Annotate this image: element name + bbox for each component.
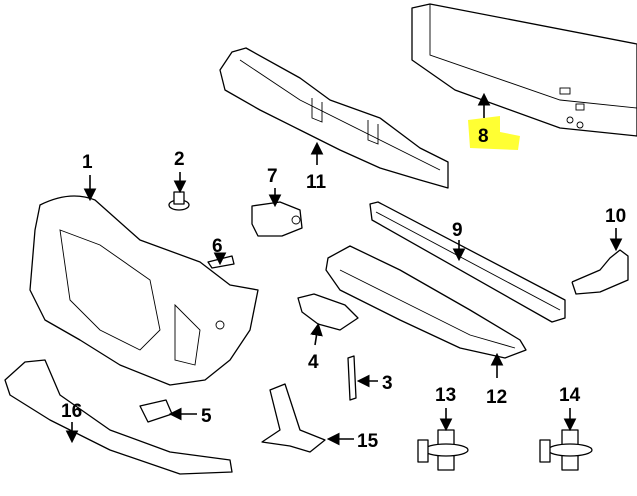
part-reinforcement-bar[interactable]: [411, 3, 637, 137]
callout-3[interactable]: 3: [382, 373, 393, 394]
part-tow-hook-cover[interactable]: [139, 399, 173, 423]
callout-15[interactable]: 15: [357, 431, 379, 452]
callout-2[interactable]: 2: [174, 149, 185, 170]
part-lower-reinforcement[interactable]: [369, 201, 566, 323]
callout-1[interactable]: 1: [82, 152, 93, 173]
part-bracket[interactable]: [251, 201, 303, 237]
callout-4[interactable]: 4: [308, 352, 319, 373]
callout-12[interactable]: 12: [486, 387, 507, 408]
part-pad[interactable]: [207, 255, 235, 269]
part-grille-bracket[interactable]: [297, 293, 359, 331]
callout-13[interactable]: 13: [435, 385, 456, 406]
part-under-cover[interactable]: [325, 245, 527, 359]
callout-11[interactable]: 11: [306, 172, 327, 193]
part-push-clip-14[interactable]: [539, 429, 593, 471]
leader-lines: [65, 92, 623, 446]
callout-6[interactable]: 6: [212, 236, 223, 257]
callout-9[interactable]: 9: [452, 220, 463, 241]
part-support-bracket[interactable]: [571, 249, 629, 295]
callout-14[interactable]: 14: [559, 385, 581, 406]
callout-16[interactable]: 16: [61, 401, 82, 422]
part-fog-bezel[interactable]: [261, 383, 326, 453]
callout-8[interactable]: 8: [478, 126, 489, 147]
callout-5[interactable]: 5: [201, 406, 212, 427]
part-energy-absorber[interactable]: [219, 47, 449, 189]
callout-10[interactable]: 10: [605, 206, 626, 227]
part-trim-strip[interactable]: [347, 355, 357, 401]
part-lower-spoiler[interactable]: [4, 359, 233, 475]
part-clip[interactable]: [168, 191, 190, 211]
part-push-clip-13[interactable]: [417, 429, 469, 471]
callout-7[interactable]: 7: [267, 166, 278, 187]
part-bumper-cover[interactable]: [29, 195, 259, 386]
highlight-callout-8: [468, 116, 520, 150]
